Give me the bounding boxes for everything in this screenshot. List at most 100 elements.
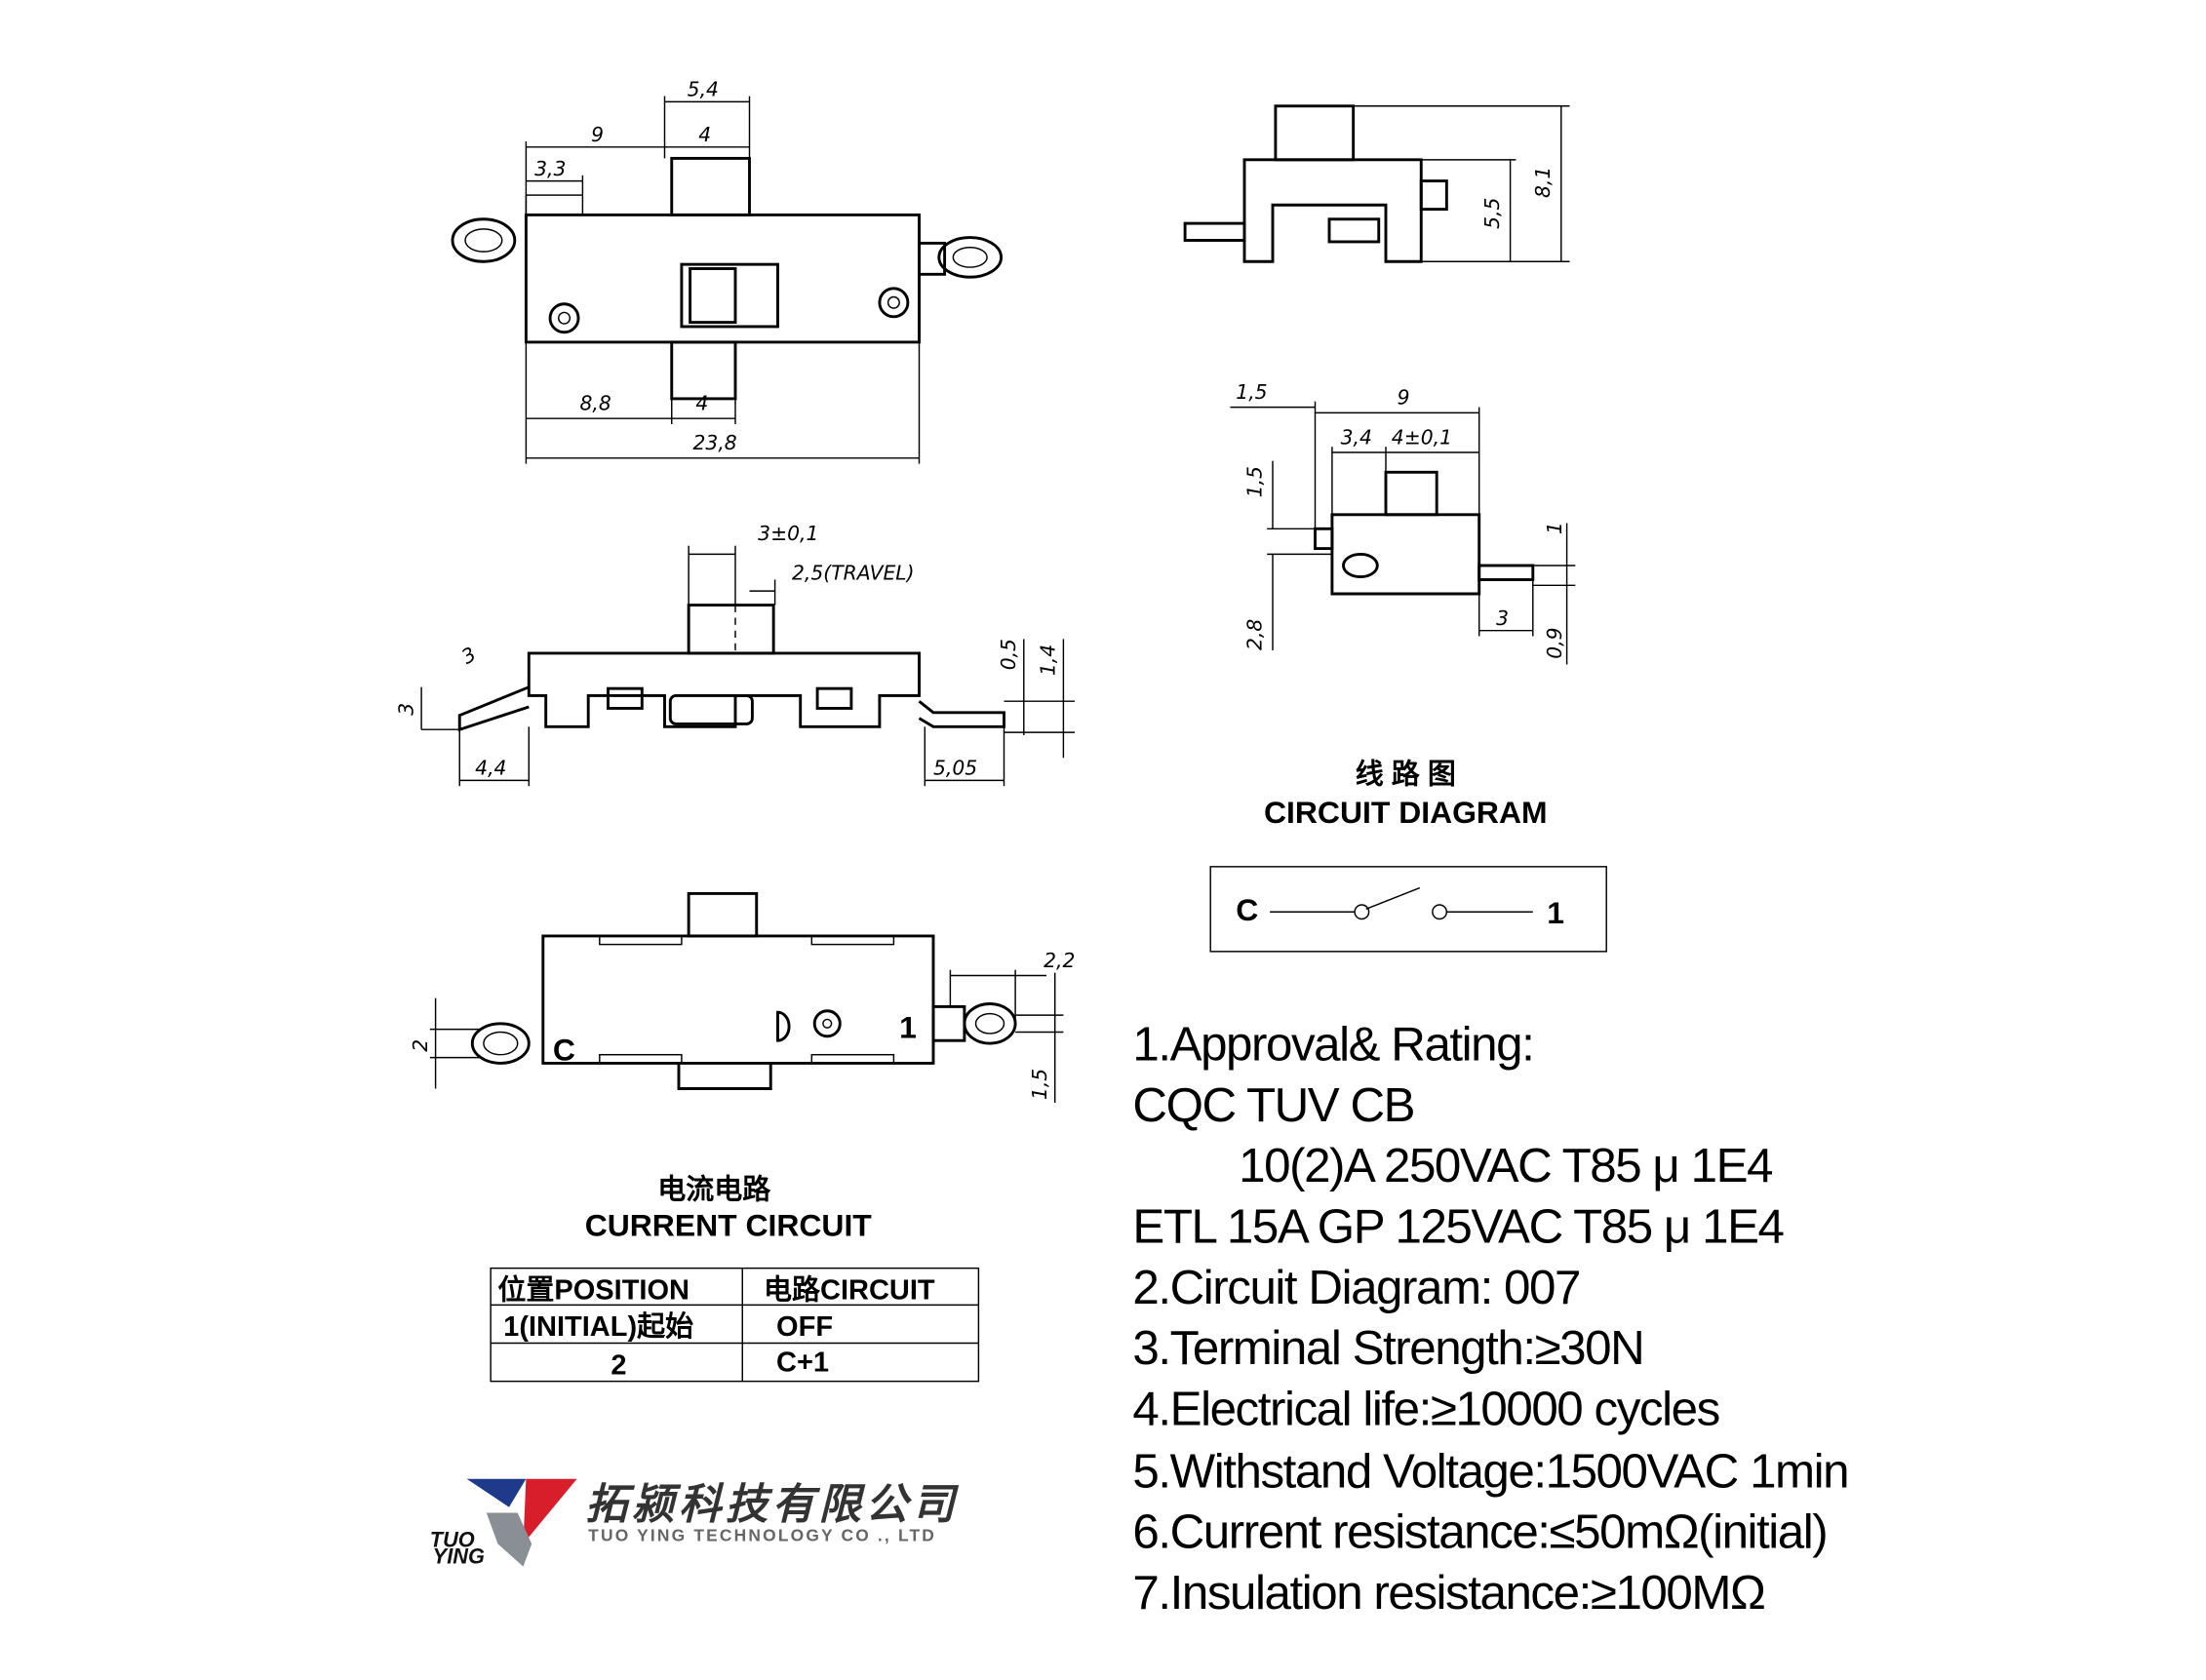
actuator-knob [689, 267, 737, 325]
dim-label: 3,4 [1341, 425, 1372, 449]
dim-label: 3 [457, 643, 480, 669]
end-right-pin [1477, 564, 1535, 581]
specifications: 1.Approval& Rating: CQC TUV CB 10(2)A 25… [1132, 1018, 1849, 1621]
rivet-left-center [558, 311, 571, 325]
dim-label: 3±0,1 [758, 522, 818, 545]
end-actuator [1384, 470, 1438, 517]
current-circuit: 电流电路 CURRENT CIRCUIT 位置POSITION 电路CIRCUI… [490, 1174, 980, 1383]
dim-label: 0,5 [997, 639, 1020, 670]
logo-red-chevron [523, 1478, 577, 1544]
dim-label: 1,5 [1236, 380, 1267, 404]
bottom-actuator [687, 891, 759, 938]
right-mounting-ear [937, 236, 1004, 279]
bottom-actuator-foot [677, 1063, 772, 1090]
dim-label: 1,5 [1028, 1069, 1051, 1100]
switch-blade [1365, 886, 1421, 911]
top-view: 5,4 9 4 3,3 8,8 4 23,8 [451, 78, 1004, 464]
front-window-left [607, 686, 644, 710]
circuit-box [1209, 866, 1607, 953]
spec-line: 4.Electrical life:≥10000 cycles [1132, 1383, 1718, 1436]
end-hole [1342, 552, 1379, 579]
current-circuit-title-cn: 电流电路 [657, 1174, 771, 1206]
front-left-tab [457, 685, 530, 732]
circuit-title-cn: 线 路 图 [1356, 758, 1456, 790]
table-cell: OFF [776, 1311, 833, 1343]
dim-label: 8,1 [1531, 167, 1555, 198]
dim-label: 3 [1496, 606, 1509, 630]
side-notch [1327, 217, 1381, 244]
right-ear-hole [952, 247, 988, 268]
bottom-label-c: C [553, 1033, 575, 1068]
bottom-label-1: 1 [899, 1009, 917, 1044]
side-body [1242, 158, 1423, 263]
dim-label: 8,8 [580, 392, 611, 415]
bottom-right-tab [931, 1004, 966, 1042]
spec-line: 5.Withstand Voltage:1500VAC 1min [1132, 1444, 1848, 1498]
spec-line: 10(2)A 250VAC T85 μ 1E4 [1239, 1139, 1772, 1192]
slot [810, 1053, 895, 1065]
dim-label: 9 [591, 123, 604, 146]
circuit-title-en: CIRCUIT DIAGRAM [1264, 795, 1548, 830]
dim-label: 2,8 [1242, 619, 1266, 650]
spec-line: ETL 15A GP 125VAC T85 μ 1E4 [1132, 1200, 1783, 1254]
actuator-bottom [670, 340, 737, 401]
end-body [1330, 513, 1481, 596]
bottom-rivet [812, 1009, 842, 1038]
table-header-circuit: 电路CIRCUIT [764, 1274, 935, 1307]
spec-line: 1.Approval& Rating: [1132, 1018, 1533, 1072]
actuator-top [670, 156, 751, 216]
dim-label: 4 [698, 123, 711, 146]
slot [599, 1053, 683, 1065]
logo-blue-chevron [466, 1478, 527, 1507]
front-view: 3±0,1 2,5(TRAVEL) 3 3 0,5 1,4 4,4 5,05 [394, 522, 1076, 787]
dim-label: 0,9 [1543, 627, 1566, 658]
logo-gray-shape [486, 1512, 532, 1567]
dim-label: 5,5 [1480, 198, 1504, 229]
bottom-right-ear [963, 1002, 1017, 1045]
end-left-tab [1314, 527, 1334, 551]
table-cell: 1(INITIAL)起始 [503, 1310, 693, 1343]
rivet-right-center [886, 295, 900, 309]
logo-name-cn: 拓颍科技有限公司 [585, 1481, 959, 1528]
dim-label: 4±0,1 [1392, 425, 1452, 449]
circuit-diagram: 线 路 图 CIRCUIT DIAGRAM C 1 [1209, 758, 1607, 953]
dim-label: 2,2 [1044, 949, 1075, 972]
logo-name-en: TUO YING TECHNOLOGY CO ., LTD [588, 1526, 936, 1545]
right-terminal-tab [918, 241, 947, 276]
dim-label: 23,8 [693, 431, 737, 454]
bottom-right-ear-hole [974, 1012, 1005, 1035]
front-actuator [687, 604, 775, 655]
terminal-c-label: C [1236, 892, 1258, 927]
table-frame [490, 1267, 980, 1383]
front-slider [668, 693, 754, 725]
bottom-left-ear-hole [483, 1031, 519, 1056]
side-pin [1183, 221, 1246, 242]
dim-label: 1,5 [1242, 466, 1266, 497]
rivet-left [548, 302, 580, 334]
dim-label: 3,3 [534, 157, 566, 180]
table-cell: 2 [611, 1349, 626, 1381]
bottom-left-ear [470, 1022, 531, 1065]
current-circuit-title-en: CURRENT CIRCUIT [585, 1207, 873, 1242]
side-view-right: 5,5 8,1 [1183, 104, 1570, 263]
dim-label: 5,05 [933, 757, 977, 780]
spec-line: 2.Circuit Diagram: 007 [1132, 1261, 1580, 1314]
company-logo: TUO YING 拓颍科技有限公司 TUO YING TECHNOLOGY CO… [430, 1478, 959, 1569]
bottom-body [541, 934, 935, 1065]
dim-label: 9 [1398, 386, 1410, 410]
bottom-d-mark [776, 1010, 791, 1042]
dim-label: 2,5(TRAVEL) [792, 561, 915, 584]
dim-label: 4 [695, 392, 708, 415]
body-step [525, 194, 584, 216]
slot [810, 935, 895, 946]
left-mounting-ear [451, 217, 517, 263]
table-header-position: 位置POSITION [497, 1273, 689, 1307]
actuator-window [680, 262, 779, 329]
front-body [527, 651, 921, 728]
bottom-view: C 1 2,2 2 1,5 [409, 891, 1075, 1104]
spec-line: 3.Terminal Strength:≥30N [1132, 1321, 1643, 1375]
slot [599, 935, 683, 946]
left-ear-hole [464, 228, 503, 253]
